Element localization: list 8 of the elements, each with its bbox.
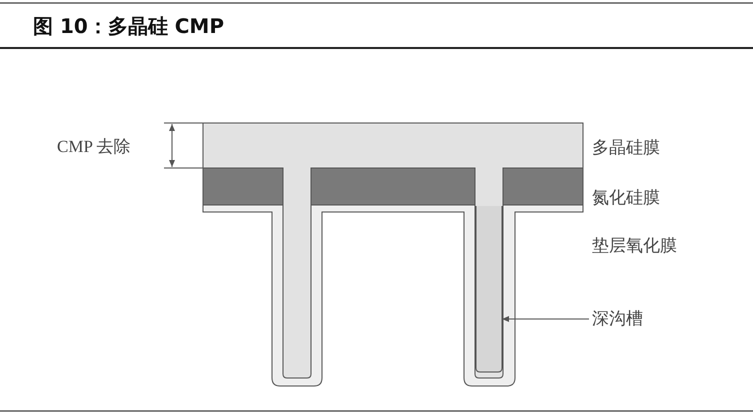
layer-label: 氮化硅膜 <box>592 188 660 208</box>
layer-label: 多晶硅膜 <box>592 138 660 158</box>
leader-line <box>502 316 590 322</box>
layer-label: 垫层氧化膜 <box>592 236 677 256</box>
figure-title: 图 10：多晶硅 CMP <box>33 13 224 40</box>
trench-fill <box>476 206 502 372</box>
dimension-label: CMP 去除 <box>57 137 131 157</box>
part-label: 深沟槽 <box>592 309 643 329</box>
